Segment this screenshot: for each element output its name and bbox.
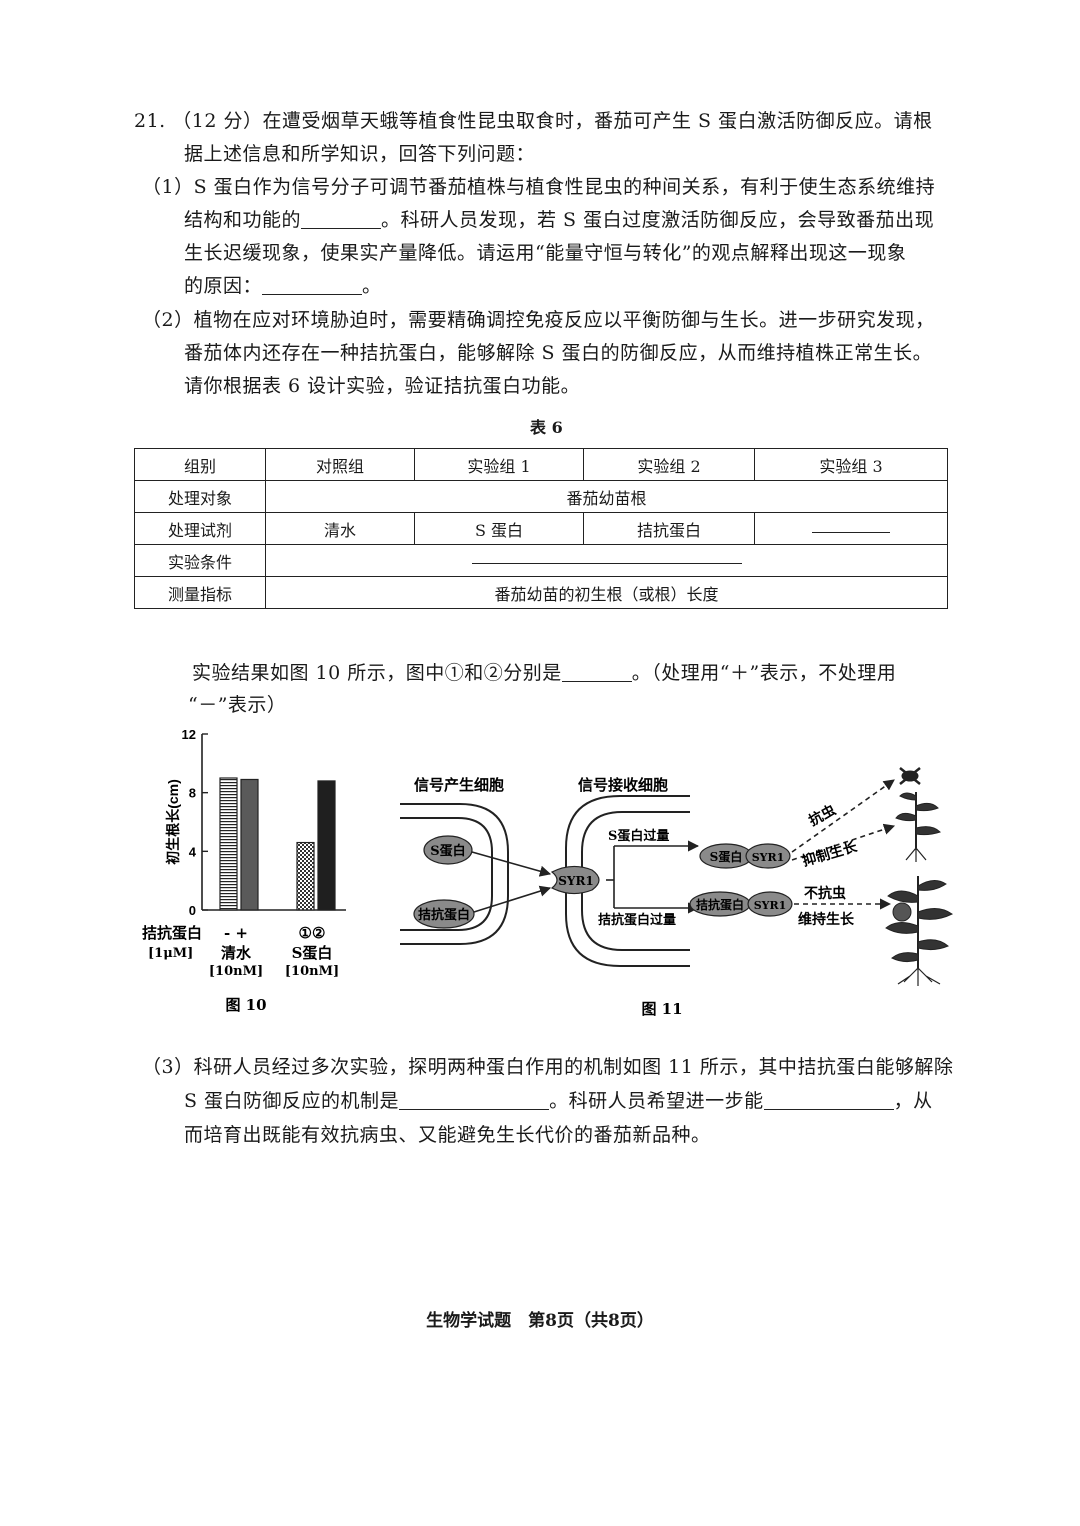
s-excess-label: S蛋白过量 — [608, 828, 669, 844]
table-header: 实验组 1 — [414, 448, 584, 481]
part2-line1: （2）植物在应对环境胁迫时，需要精确调控免疫反应以平衡防御与生长。进一步研究发现… — [142, 309, 935, 331]
table-header: 实验组 3 — [754, 448, 948, 481]
bar-2 — [240, 778, 259, 911]
answer-blank[interactable] — [763, 1089, 894, 1110]
table-row: 实验条件 — [134, 544, 948, 577]
complex1-syr1-label: SYR1 — [752, 851, 785, 864]
table-cell — [265, 544, 948, 577]
s-protein-label: S蛋白 — [430, 843, 465, 859]
complex1-syr1-shape — [745, 843, 791, 869]
antagonist-shape — [413, 899, 475, 929]
part1-line2: 结构和功能的。科研人员发现，若 S 蛋白过度激活防御反应，会导致番茄出现 — [184, 208, 935, 231]
table-cell — [754, 512, 948, 545]
complex2-antagonist-label: 拮抗蛋白 — [696, 897, 744, 912]
y-tick-label: 8 — [189, 786, 196, 801]
part1-line1: （1）S 蛋白作为信号分子可调节番茄植株与植食性昆虫的种间关系，有利于使生态系统… — [142, 176, 936, 198]
table-header: 实验组 2 — [583, 448, 755, 481]
answer-blank[interactable] — [399, 1089, 550, 1110]
figure11-diagram: 信号产生细胞 信号接收细胞 S蛋白 拮抗蛋白 SYR1 S蛋白过量 拮抗蛋白过量… — [400, 767, 953, 1018]
complex2-syr1-shape — [747, 891, 793, 917]
figure10-caption: 图 10 — [225, 996, 266, 1014]
table-row-label: 处理试剂 — [134, 512, 266, 545]
part3-line2: S 蛋白防御反应的机制是。科研人员希望进一步能，从 — [184, 1089, 933, 1112]
producing-cell-membrane-outer — [400, 803, 509, 945]
syr1-receptor-shape — [550, 865, 600, 895]
antagonist-excess-label: 拮抗蛋白过量 — [598, 912, 676, 928]
y-tick-label: 4 — [189, 844, 197, 859]
part2-line2: 番茄体内还存在一种拮抗蛋白，能够解除 S 蛋白的防御反应，从而维持植株正常生长。 — [184, 342, 933, 364]
y-tick-label: 12 — [182, 727, 196, 742]
table-row: 处理对象 番茄幼苗根 — [134, 480, 948, 513]
bar-3 — [296, 841, 315, 911]
table-row-label: 处理对象 — [134, 480, 266, 513]
table6-caption: 表 6 — [530, 418, 563, 437]
producing-cell-label: 信号产生细胞 — [414, 776, 504, 794]
part3-line1: （3）科研人员经过多次实验，探明两种蛋白作用的机制如图 11 所示，其中拮抗蛋白… — [142, 1056, 954, 1078]
group2-name: S蛋白 — [292, 944, 333, 962]
table-cell: S 蛋白 — [414, 512, 584, 545]
part1-line3: 生长迟缓现象，使果实产量降低。请运用“能量守恒与转化”的观点解释出现这一现象 — [184, 242, 907, 264]
table-cell: 番茄幼苗的初生根（或根）长度 — [265, 576, 948, 609]
table-cell: 清水 — [265, 512, 415, 545]
effect-no-resistance: 不抗虫 — [804, 885, 846, 902]
answer-blank[interactable] — [471, 551, 742, 564]
healthy-plant-icon — [885, 876, 953, 986]
result-line1: 实验结果如图 10 所示，图中①和②分别是。（处理用“＋”表示，不处理用 — [192, 661, 897, 684]
bar-4 — [317, 780, 336, 911]
producing-cell-membrane-inner — [400, 817, 493, 931]
group2-unit: [10nM] — [285, 964, 339, 979]
part3-line3: 而培育出既能有效抗病虫、又能避免生长代价的番茄新品种。 — [184, 1124, 711, 1146]
answer-blank[interactable] — [262, 274, 363, 295]
antagonist-label: 拮抗蛋白 — [418, 907, 470, 923]
group1-marks: - + — [224, 924, 248, 942]
complex2-syr1-label: SYR1 — [754, 899, 787, 912]
table6: 组别 对照组 实验组 1 实验组 2 实验组 3 处理对象 番茄幼苗根 处理试剂… — [134, 448, 948, 609]
complex1-s-label: S蛋白 — [710, 849, 743, 864]
stunted-plant-icon — [895, 767, 941, 862]
receiving-cell-label: 信号接收细胞 — [578, 776, 668, 794]
figure11-caption: 图 11 — [641, 1000, 682, 1018]
answer-blank[interactable] — [301, 208, 382, 229]
table-cell: 拮抗蛋白 — [583, 512, 755, 545]
answer-blank[interactable] — [812, 518, 890, 533]
antagonist-row-unit: [1μM] — [148, 946, 193, 961]
result-line2: “－”表示） — [188, 694, 287, 716]
table-cell: 番茄幼苗根 — [265, 480, 948, 513]
part1-line4: 的原因：。 — [184, 274, 382, 297]
effect-insect-resistance: 抗虫 — [806, 801, 839, 829]
answer-blank[interactable] — [561, 661, 632, 682]
part2-line3: 请你根据表 6 设计实验，验证拮抗蛋白功能。 — [184, 375, 581, 397]
y-axis-label: 初生根长(cm) — [165, 779, 181, 865]
effect-growth-maintained: 维持生长 — [798, 911, 855, 928]
antagonist-row-label: 拮抗蛋白 — [142, 924, 202, 942]
table-row-label: 测量指标 — [134, 576, 266, 609]
table-row: 组别 对照组 实验组 1 实验组 2 实验组 3 — [134, 448, 948, 481]
table-row-label: 实验条件 — [134, 544, 266, 577]
group2-marks: ①② — [299, 924, 326, 942]
table-header: 组别 — [134, 448, 266, 481]
table-header: 对照组 — [265, 448, 415, 481]
table-row: 处理试剂 清水 S 蛋白 拮抗蛋白 — [134, 512, 948, 545]
y-tick-label: 0 — [189, 903, 196, 918]
group1-unit: [10nM] — [209, 964, 263, 979]
question-intro: 据上述信息和所学知识，回答下列问题： — [184, 143, 536, 165]
table-row: 测量指标 番茄幼苗的初生根（或根）长度 — [134, 576, 948, 609]
effect-growth-inhibited: 抑制生长 — [800, 838, 859, 870]
s-protein-shape — [423, 835, 473, 865]
question-number: 21. （12 分）在遭受烟草天蛾等植食性昆虫取食时，番茄可产生 S 蛋白激活防… — [134, 110, 933, 132]
group1-name: 清水 — [221, 944, 252, 962]
bar-1 — [219, 777, 238, 911]
page-footer: 生物学试题 第8页（共8页） — [426, 1311, 654, 1331]
syr1-receptor-label: SYR1 — [558, 874, 594, 888]
